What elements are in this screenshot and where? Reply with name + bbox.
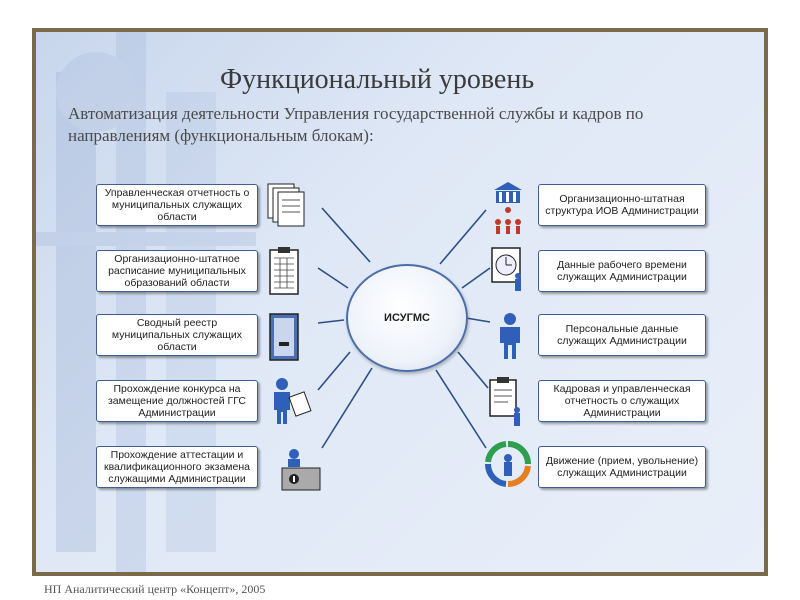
left-block-5: Прохождение аттестации и квалификационно…	[96, 446, 258, 488]
connector-right-3	[465, 317, 491, 323]
left-block-2: Организационно-штатное расписание муници…	[96, 250, 258, 292]
footer-credit: НП Аналитический центр «Концепт», 2005	[44, 582, 266, 596]
connector-right-1	[439, 209, 487, 265]
left-block-1: Управленческая отчетность о муниципальны…	[96, 184, 258, 226]
connector-left-4	[317, 351, 351, 391]
right-block-label: Организационно-штатная структура ИОВ Адм…	[545, 193, 699, 217]
connector-left-2	[317, 267, 349, 289]
connector-right-5	[435, 369, 487, 449]
connector-right-4	[457, 351, 489, 389]
center-node: ИСУГМС	[346, 264, 468, 372]
left-block-4: Прохождение конкурса на замещение должно…	[96, 380, 258, 422]
report-person-icon	[489, 377, 520, 426]
left-block-label: Управленческая отчетность о муниципальны…	[104, 187, 250, 223]
table-clipboard-icon	[269, 247, 299, 295]
right-block-label: Кадровая и управленческая отчетность о с…	[553, 383, 691, 419]
left-block-3: Сводный реестр муниципальных служащих об…	[96, 314, 258, 356]
connector-left-5	[321, 367, 373, 449]
connector-left-1	[321, 207, 371, 263]
right-block-5: Движение (прием, увольнение) служащих Ад…	[538, 446, 706, 488]
slide-subtitle: Автоматизация деятельности Управления го…	[68, 104, 644, 145]
documents-icon	[267, 183, 305, 227]
clock-person-icon	[491, 247, 521, 291]
left-block-label: Прохождение конкурса на замещение должно…	[107, 383, 247, 419]
left-block-label: Организационно-штатное расписание муници…	[108, 253, 246, 289]
connector-left-3	[317, 319, 345, 324]
center-label: ИСУГМС	[384, 312, 430, 324]
person-clipboard-icon	[274, 378, 312, 424]
slide-title: Функциональный уровень	[220, 64, 535, 95]
connector-right-2	[461, 267, 491, 289]
right-block-label: Движение (прием, увольнение) служащих Ад…	[545, 455, 699, 479]
exam-desk-icon	[281, 449, 321, 491]
person-icon	[500, 313, 520, 359]
right-block-3: Персональные данные служащих Администрац…	[538, 314, 706, 356]
right-block-label: Персональные данные служащих Администрац…	[557, 323, 687, 347]
left-block-label: Сводный реестр муниципальных служащих об…	[111, 317, 243, 353]
right-block-2: Данные рабочего времени служащих Админис…	[538, 250, 706, 292]
right-block-1: Организационно-штатная структура ИОВ Адм…	[538, 184, 706, 226]
left-block-label: Прохождение аттестации и квалификационно…	[104, 449, 250, 485]
cycle-arrows-icon	[484, 441, 531, 488]
register-book-icon	[269, 313, 299, 361]
right-block-label: Данные рабочего времени служащих Админис…	[557, 259, 687, 283]
org-structure-icon	[494, 182, 522, 234]
right-block-4: Кадровая и управленческая отчетность о с…	[538, 380, 706, 422]
